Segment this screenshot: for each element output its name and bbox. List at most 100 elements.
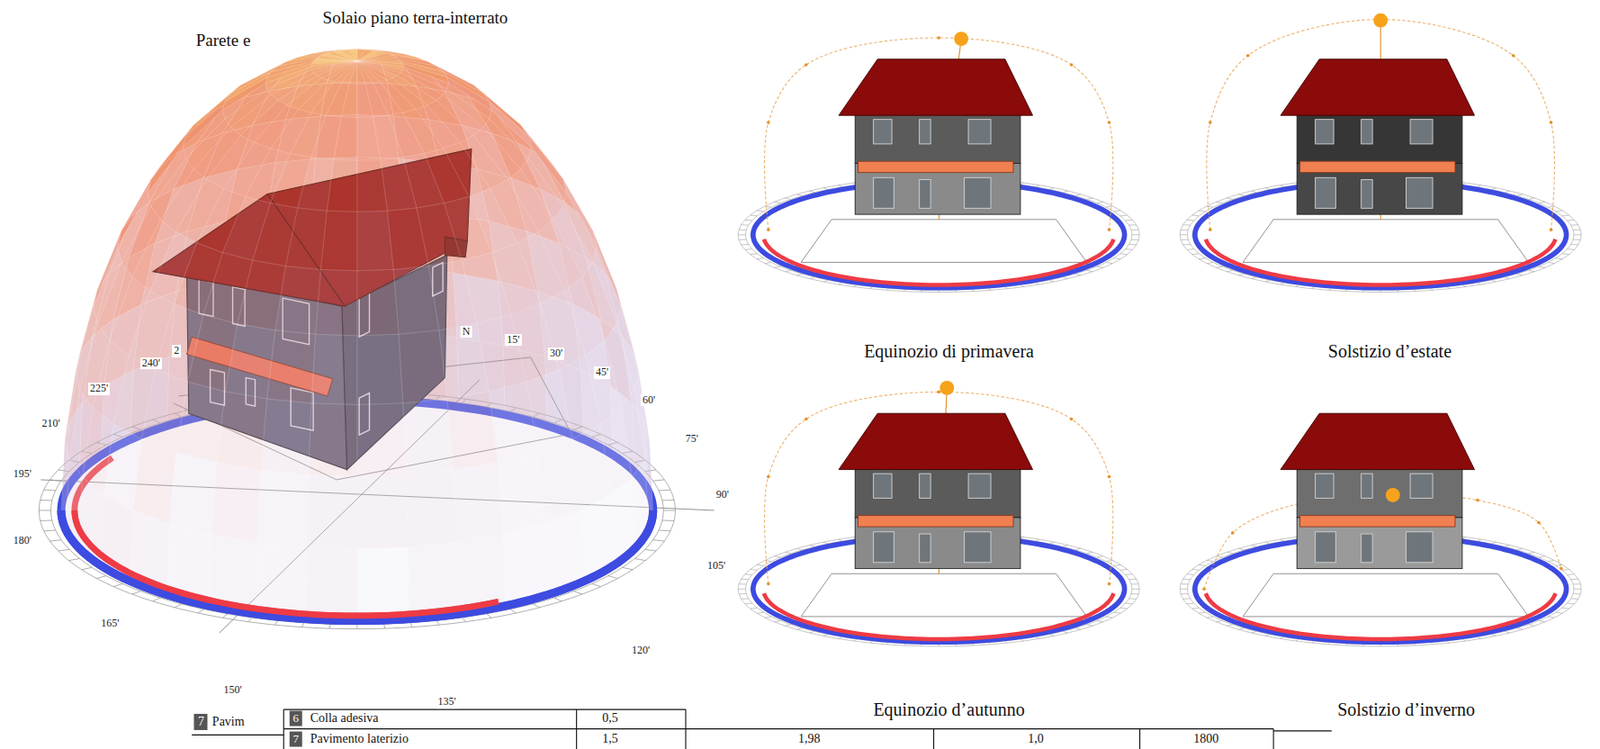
degree-tick: [1020, 638, 1024, 641]
degree-tick: [741, 597, 749, 599]
degree-tick: [1280, 539, 1285, 541]
degree-tick: [764, 261, 772, 263]
degree-tick: [1132, 233, 1140, 235]
degree-tick: [1129, 578, 1137, 580]
degree-tick: [784, 197, 791, 200]
dome-patch: [147, 146, 186, 207]
hour-dot: [1537, 521, 1541, 525]
sun: [1373, 13, 1388, 28]
degree-tick: [96, 575, 107, 579]
degree-tick: [1125, 602, 1133, 605]
dome-patch: [357, 159, 388, 212]
degree-tick: [1087, 551, 1093, 554]
window: [1406, 177, 1433, 208]
roof: [1280, 59, 1475, 116]
degree-tick: [853, 638, 857, 641]
degree-tick: [1239, 194, 1245, 197]
window: [919, 473, 931, 498]
degree-tick: [49, 539, 62, 541]
degree-tick: [1555, 611, 1563, 614]
window: [968, 473, 991, 498]
window: [1315, 177, 1337, 208]
dome-patch: [403, 398, 454, 475]
degree-tick: [741, 243, 749, 245]
degree-tick: [1198, 611, 1205, 614]
awning: [858, 161, 1014, 172]
degree-tick: [1562, 607, 1570, 610]
hour-dot: [766, 582, 771, 586]
degree-tick: [384, 623, 386, 629]
degree-tick: [1573, 588, 1582, 590]
hour-dot: [1069, 417, 1074, 422]
degree-tick: [1125, 219, 1133, 222]
degree-tick: [44, 529, 56, 531]
sun-ring-red: [74, 510, 499, 616]
degree-tick: [1555, 209, 1563, 212]
table-cell: 1,5: [602, 731, 619, 747]
window: [873, 177, 895, 208]
hour-dot: [1069, 62, 1074, 67]
awning: [1300, 515, 1456, 527]
degree-tick: [1491, 634, 1496, 637]
table-cell: 1,0: [1027, 731, 1044, 747]
degree-tick: [1573, 233, 1582, 235]
degree-tick: [436, 620, 440, 625]
degree-tick: [1226, 551, 1232, 554]
sun-ring-red: [1205, 239, 1556, 286]
degree-tick: [1567, 573, 1575, 576]
degree-tick: [622, 566, 633, 569]
degree-tick: [784, 269, 791, 272]
degree-tick: [1251, 190, 1257, 193]
sun-path: [764, 391, 1114, 584]
dome-patch: [305, 474, 357, 549]
window: [919, 119, 931, 144]
roof: [1280, 413, 1475, 469]
hour-dot: [1246, 53, 1250, 58]
degree-tick: [1020, 537, 1024, 540]
dome-patch: [308, 403, 358, 477]
degree-tick: [1251, 630, 1257, 633]
degree-label: 150': [221, 683, 243, 697]
degree-tick: [741, 224, 749, 225]
degree-tick: [1280, 636, 1285, 639]
dome-patch: [341, 49, 358, 62]
degree-tick: [1183, 597, 1191, 599]
degree-tick: [1528, 197, 1535, 200]
degree-tick: [1114, 257, 1121, 260]
degree-tick: [1517, 628, 1523, 630]
sun-path: [1206, 19, 1556, 231]
degree-tick: [1198, 257, 1205, 260]
window: [1315, 119, 1334, 144]
degree-tick: [1192, 215, 1200, 217]
degree-tick: [1562, 215, 1570, 217]
hour-dot: [1107, 475, 1112, 479]
degree-tick: [653, 479, 666, 481]
table-cell: 6: [289, 710, 304, 727]
degree-tick: [797, 628, 803, 630]
dome-patch: [267, 330, 316, 404]
degree-tick: [838, 636, 843, 639]
degree-tick: [1129, 243, 1137, 245]
degree-tick: [1538, 266, 1546, 268]
degree-tick: [197, 609, 205, 613]
degree-tick: [1075, 628, 1081, 630]
degree-tick: [1186, 602, 1195, 605]
degree-tick: [1062, 190, 1068, 193]
degree-tick: [1547, 616, 1555, 618]
sun-ring-red: [764, 593, 1115, 639]
hour-dot: [1231, 530, 1235, 535]
degree-tick: [823, 634, 828, 637]
degree-tick: [750, 252, 758, 255]
dome-patch: [439, 323, 490, 399]
dome-patch: [75, 305, 98, 390]
dome-patch: [310, 61, 357, 70]
degree-tick: [738, 583, 747, 585]
artwork: [38, 13, 1582, 749]
window: [873, 531, 895, 563]
degree-tick: [1216, 620, 1223, 621]
degree-label: 45': [593, 366, 611, 379]
degree-tick: [745, 248, 753, 251]
window: [1361, 119, 1373, 144]
degree-label: 30': [548, 348, 565, 361]
degree-tick: [608, 575, 619, 579]
